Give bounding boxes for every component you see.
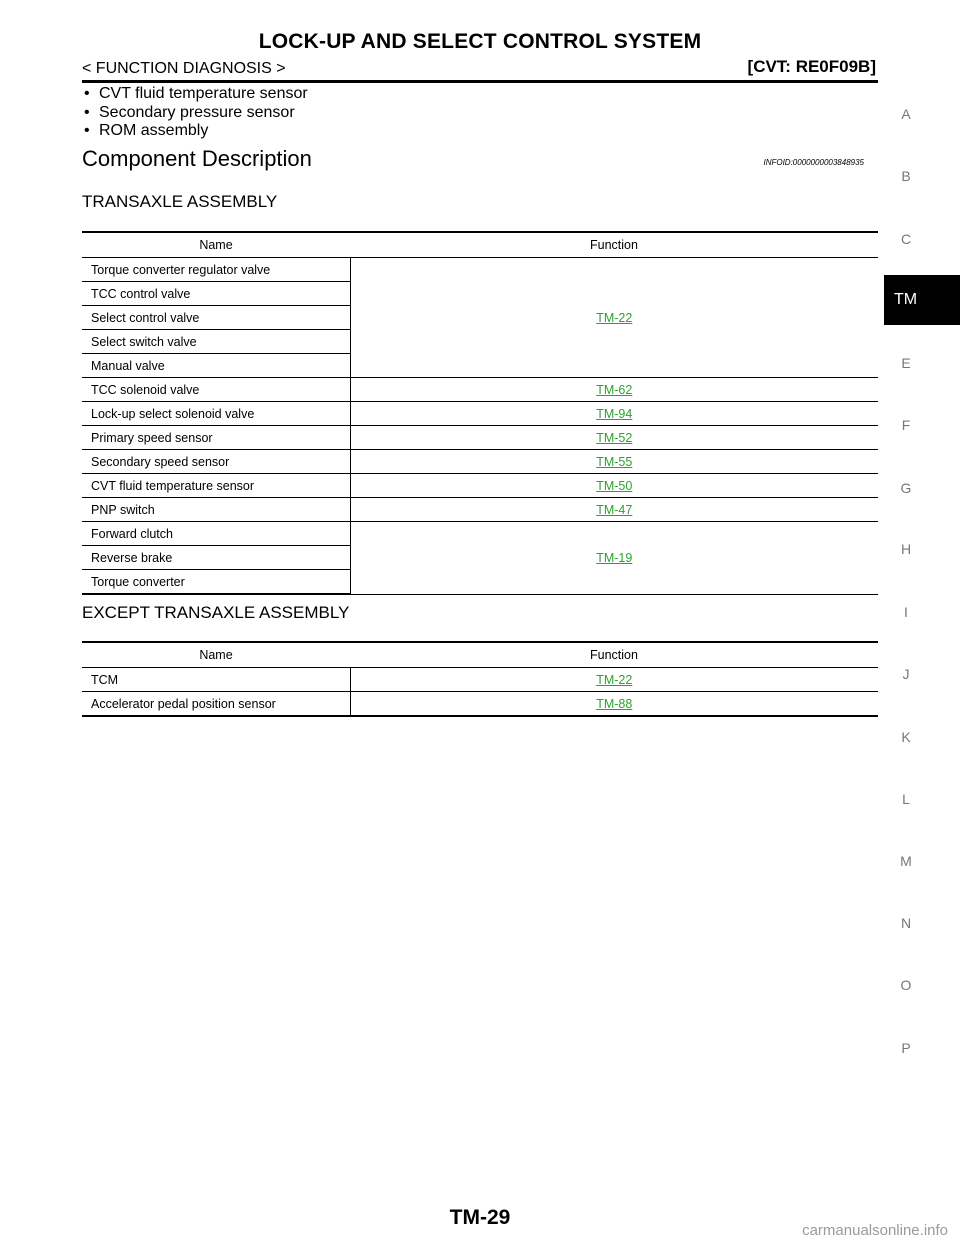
component-name: TCM [82, 667, 350, 692]
sidebar-item-n[interactable]: N [900, 915, 912, 931]
sidebar-item-a[interactable]: A [901, 106, 911, 122]
transaxle-heading: TRANSAXLE ASSEMBLY [82, 192, 278, 211]
sidebar-item-tm-active[interactable]: TM [884, 275, 960, 325]
table-row: Accelerator pedal position sensor TM-88 [82, 691, 878, 717]
column-header-name: Name [82, 641, 350, 668]
component-name: Select switch valve [82, 329, 350, 354]
column-header-name: Name [82, 231, 350, 258]
reference-link[interactable]: TM-19 [596, 550, 633, 565]
sidebar-item-j[interactable]: J [902, 666, 910, 682]
table-row: Select switch valve [82, 329, 878, 354]
table-row: Torque converter [82, 569, 878, 595]
table-row: Primary speed sensor TM-52 [82, 425, 878, 450]
table-row: Secondary speed sensor TM-55 [82, 449, 878, 474]
table-row: Manual valve [82, 353, 878, 378]
bullet-list: CVT fluid temperature sensor Secondary p… [84, 85, 308, 141]
model-label: [CVT: RE0F09B] [747, 57, 876, 76]
section-heading: Component Description [82, 146, 312, 171]
info-id: INFOID:0000000003848935 [763, 158, 864, 167]
component-name: TCC control valve [82, 281, 350, 306]
reference-link[interactable]: TM-50 [596, 478, 633, 493]
component-name: Torque converter [82, 569, 350, 595]
sidebar-item-m[interactable]: M [900, 853, 912, 869]
table-row: PNP switch TM-47 [82, 497, 878, 522]
component-name: Primary speed sensor [82, 425, 350, 450]
watermark: carmanualsonline.info [802, 1222, 948, 1239]
reference-link[interactable]: TM-52 [596, 430, 633, 445]
reference-link[interactable]: TM-55 [596, 454, 633, 469]
reference-link[interactable]: TM-62 [596, 382, 633, 397]
component-name: PNP switch [82, 497, 350, 522]
table-row: TCC control valve [82, 281, 878, 306]
component-name: Select control valve [82, 305, 350, 330]
sidebar-item-f[interactable]: F [901, 417, 911, 433]
sidebar-item-k[interactable]: K [901, 729, 911, 745]
component-name: Reverse brake [82, 545, 350, 570]
table-row: Select control valve [82, 305, 878, 330]
reference-link[interactable]: TM-22 [596, 672, 633, 687]
page-number: TM-29 [449, 1206, 511, 1229]
reference-link[interactable]: TM-94 [596, 406, 633, 421]
header-divider [82, 80, 878, 83]
function-cell: TM-50 [349, 473, 878, 498]
reference-link[interactable]: TM-88 [596, 696, 633, 711]
component-name: Secondary speed sensor [82, 449, 350, 474]
table-row: TCM TM-22 [82, 667, 878, 692]
component-name: TCC solenoid valve [82, 377, 350, 402]
except-heading: EXCEPT TRANSAXLE ASSEMBLY [82, 603, 350, 622]
component-name: CVT fluid temperature sensor [82, 473, 350, 498]
page-title: LOCK-UP AND SELECT CONTROL SYSTEM [258, 30, 702, 53]
sidebar-item-i[interactable]: I [904, 604, 908, 620]
function-cell: TM-22 [349, 257, 878, 378]
sidebar-item-h[interactable]: H [900, 541, 912, 557]
list-item: Secondary pressure sensor [84, 104, 308, 123]
transaxle-table: Name Function Torque converter regulator… [82, 231, 878, 595]
function-cell: TM-88 [349, 691, 878, 717]
reference-link[interactable]: TM-47 [596, 502, 633, 517]
sidebar-item-b[interactable]: B [901, 168, 911, 184]
function-cell: TM-19 [349, 521, 878, 595]
component-name: Lock-up select solenoid valve [82, 401, 350, 426]
function-cell: TM-94 [349, 401, 878, 426]
section-label: < FUNCTION DIAGNOSIS > [82, 60, 286, 77]
sidebar-item-p[interactable]: P [901, 1040, 911, 1056]
function-cell: TM-22 [349, 667, 878, 692]
component-name: Torque converter regulator valve [82, 257, 350, 282]
table-header-row: Name Function [82, 231, 878, 258]
list-item: CVT fluid temperature sensor [84, 85, 308, 104]
table-row: Lock-up select solenoid valve TM-94 [82, 401, 878, 426]
table-header-row: Name Function [82, 641, 878, 668]
component-name: Accelerator pedal position sensor [82, 691, 350, 717]
function-cell: TM-62 [349, 377, 878, 402]
function-cell: TM-47 [349, 497, 878, 522]
column-header-function: Function [350, 231, 878, 258]
sidebar-item-l[interactable]: L [902, 791, 910, 807]
table-row: Reverse brake [82, 545, 878, 570]
component-name: Forward clutch [82, 521, 350, 546]
function-cell: TM-52 [349, 425, 878, 450]
reference-link[interactable]: TM-22 [596, 310, 633, 325]
sidebar-item-g[interactable]: G [900, 480, 912, 496]
sidebar-item-c[interactable]: C [900, 231, 912, 247]
table-row: TCC solenoid valve TM-62 [82, 377, 878, 402]
component-name: Manual valve [82, 353, 350, 378]
column-header-function: Function [350, 641, 878, 668]
table-row: CVT fluid temperature sensor TM-50 [82, 473, 878, 498]
function-cell: TM-55 [349, 449, 878, 474]
list-item: ROM assembly [84, 122, 308, 141]
sidebar-item-e[interactable]: E [901, 355, 911, 371]
sidebar-item-o[interactable]: O [900, 977, 912, 993]
